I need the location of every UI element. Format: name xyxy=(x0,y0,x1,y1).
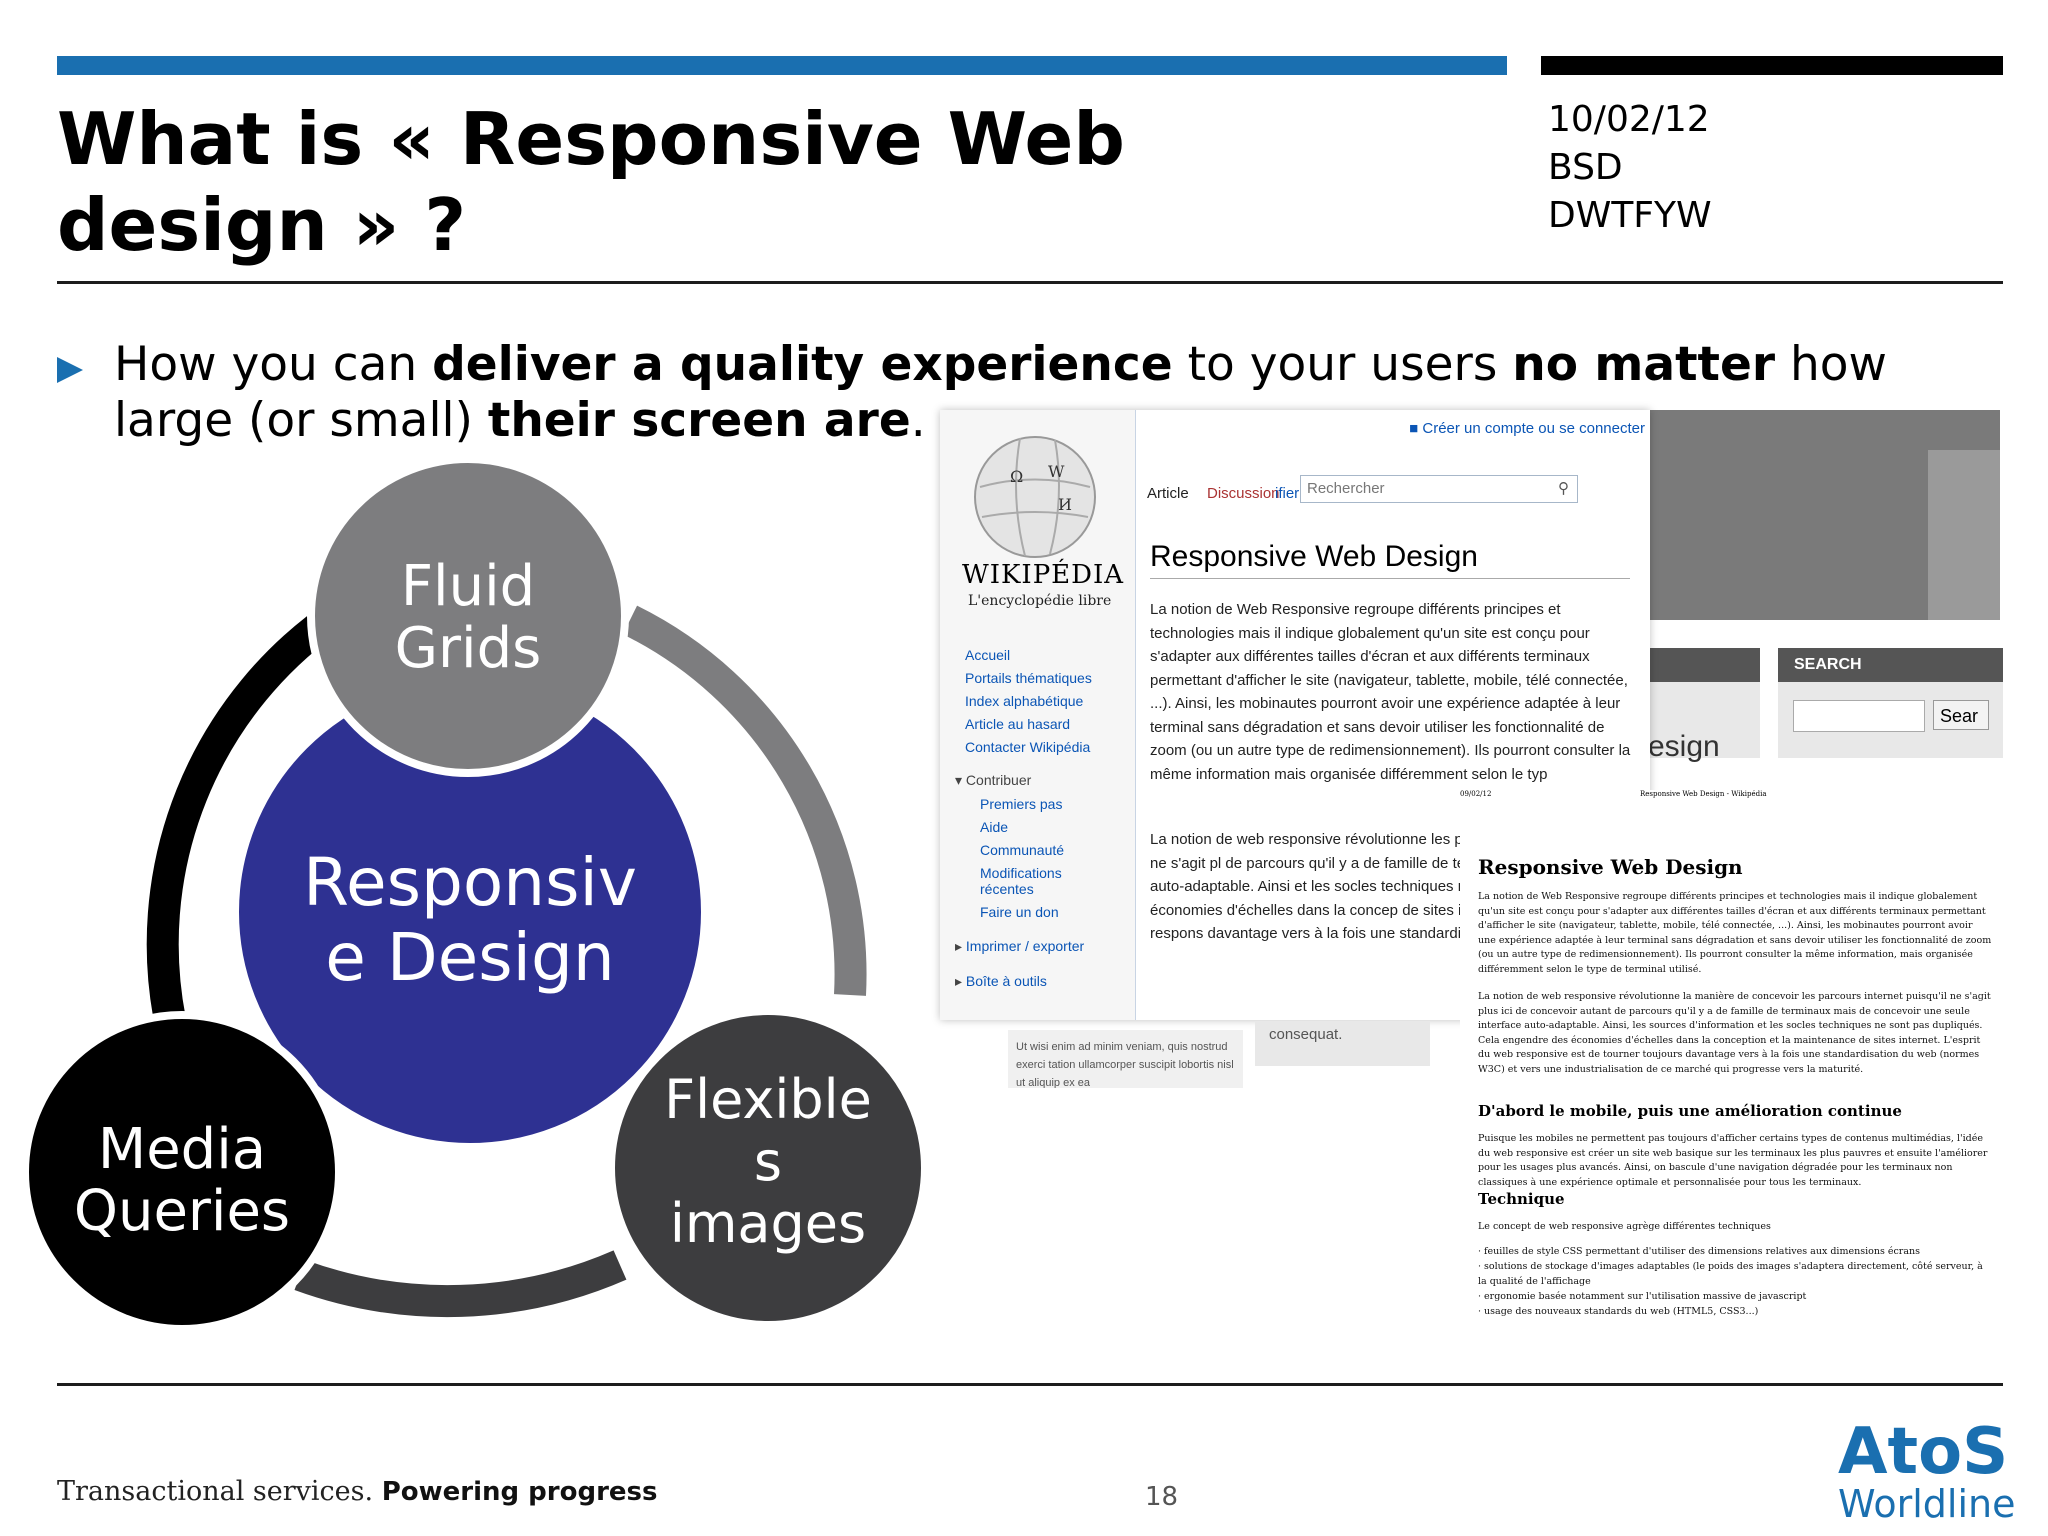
chevron-down-icon: ▾ xyxy=(955,772,966,788)
tablet-search-input[interactable] xyxy=(1793,700,1925,732)
print-paragraph-4: Le concept de web responsive agrège diff… xyxy=(1478,1221,1771,1232)
print-date: 09/02/12 xyxy=(1460,790,1492,798)
tablet-search-widget: SEARCH Sear xyxy=(1778,648,2003,758)
wiki-nav-index[interactable]: Index alphabétique xyxy=(965,693,1084,709)
wikipedia-wordmark: WIKIPÉDIA xyxy=(962,560,1125,590)
wiki-search-input[interactable]: Rechercher⚲ xyxy=(1300,475,1578,503)
print-list-item: · solutions de stockage d'images adaptab… xyxy=(1478,1261,1983,1287)
wiki-contrib-aide[interactable]: Aide xyxy=(980,819,1009,835)
bullet-arrow-icon xyxy=(57,357,83,383)
wiki-paragraph-1: La notion de Web Responsive regroupe dif… xyxy=(1150,601,1631,783)
slide-meta-line2: BSD xyxy=(1548,147,1623,188)
arc-bottom xyxy=(294,1250,627,1318)
search-icon: ⚲ xyxy=(1558,480,1569,497)
tab-discussion[interactable]: Discussion xyxy=(1207,485,1280,502)
center-label-line2: e Design xyxy=(325,919,614,996)
svg-text:W: W xyxy=(1048,462,1065,481)
lorem-fragment: Ut wisi enim ad minim veniam, quis nostr… xyxy=(1008,1030,1243,1088)
right-label-line2: s xyxy=(754,1130,782,1193)
right-label-line1: Flexible xyxy=(664,1068,872,1131)
wiki-nav-contact[interactable]: Contacter Wikipédia xyxy=(965,739,1091,755)
arc-top-left xyxy=(146,598,349,1034)
bullet-text: How you can deliver a quality experience… xyxy=(114,337,1887,448)
print-list-item: · usage des nouveaux standards du web (H… xyxy=(1478,1306,1759,1317)
left-circle xyxy=(21,1011,343,1333)
wiki-nav-hasard[interactable]: Article au hasard xyxy=(965,716,1071,732)
header-accent-bar xyxy=(57,56,1507,75)
wiki-login-link[interactable]: ■ Créer un compte ou se connecter xyxy=(1409,420,1645,437)
top-label-line2: Grids xyxy=(395,616,542,681)
responsive-design-diagram: Responsiv e Design Fluid Grids Media Que… xyxy=(21,455,929,1333)
tablet-widget-left-bar xyxy=(1640,648,1760,682)
tablet-header-block xyxy=(1650,410,2000,620)
slide-meta: 10/02/12 BSD DWTFYW xyxy=(1548,96,1712,240)
right-circle xyxy=(607,1007,929,1329)
print-subheading-2: Technique xyxy=(1478,1190,1565,1208)
arc-top-right xyxy=(622,605,867,996)
chevron-right-icon: ▸ xyxy=(955,973,966,989)
tablet-header-inner xyxy=(1928,450,2000,620)
tab-article[interactable]: Article xyxy=(1147,485,1189,502)
wiki-contrib-communaute[interactable]: Communauté xyxy=(980,842,1065,858)
tab-modifier[interactable]: ifier xyxy=(1275,485,1300,502)
header-black-bar xyxy=(1541,56,2003,75)
wiki-article-heading: Responsive Web Design xyxy=(1150,540,1630,579)
left-label-line2: Queries xyxy=(74,1179,290,1244)
wikipedia-tagline: L'encyclopédie libre xyxy=(968,593,1112,609)
top-circle xyxy=(307,455,629,777)
tablet-search-label: SEARCH xyxy=(1778,648,2003,682)
consequat-fragment: consequat. xyxy=(1255,1022,1430,1066)
print-subheading-1: D'abord le mobile, puis une amélioration… xyxy=(1478,1102,1902,1120)
print-paragraph-1: La notion de Web Responsive regroupe dif… xyxy=(1478,891,1992,975)
chevron-right-icon: ▸ xyxy=(955,938,966,954)
print-title: Responsive Web Design xyxy=(1478,855,1743,879)
print-paragraph-2: La notion de web responsive révolutionne… xyxy=(1478,991,1991,1075)
title-divider xyxy=(57,281,2003,284)
right-label-line3: images xyxy=(670,1192,866,1255)
wikipedia-globe-icon: Ω W И xyxy=(974,436,1096,558)
top-label-line1: Fluid xyxy=(401,554,535,619)
wiki-contrib-recentes[interactable]: récentes xyxy=(980,881,1034,897)
user-icon: ■ xyxy=(1409,420,1423,437)
footer-tagline: Transactional services. Powering progres… xyxy=(57,1476,658,1507)
slide-title: What is « Responsive Web design » ? xyxy=(57,97,1125,267)
wiki-imprimer-heading[interactable]: ▸ Imprimer / exporter xyxy=(955,938,1085,954)
wiki-boite-heading[interactable]: ▸ Boîte à outils xyxy=(955,973,1047,989)
wiki-sidebar: Ω W И WIKIPÉDIA L'encyclopédie libre Acc… xyxy=(940,410,1136,1020)
tablet-search-button[interactable]: Sear xyxy=(1933,700,1989,730)
wiki-contrib-don[interactable]: Faire un don xyxy=(980,904,1059,920)
print-source: Responsive Web Design - Wikipédia xyxy=(1640,790,1767,798)
print-list-item: · feuilles de style CSS permettant d'uti… xyxy=(1478,1246,1920,1257)
wiki-nav-portails[interactable]: Portails thématiques xyxy=(965,670,1092,686)
wiki-contrib-modifications[interactable]: Modifications xyxy=(980,865,1062,881)
page-number: 18 xyxy=(1145,1482,1179,1512)
printed-article-page: 09/02/12 Responsive Web Design - Wikipéd… xyxy=(1460,790,2005,1360)
left-label-line1: Media xyxy=(98,1117,266,1182)
tablet-widget-left xyxy=(1640,648,1760,758)
print-list-item: · ergonomie basée notamment sur l'utilis… xyxy=(1478,1291,1807,1302)
print-paragraph-3: Puisque les mobiles ne permettent pas to… xyxy=(1478,1133,1988,1188)
slide-date: 10/02/12 xyxy=(1548,99,1710,140)
svg-text:И: И xyxy=(1058,495,1072,514)
wiki-contribuer-heading[interactable]: ▾ Contribuer xyxy=(955,772,1032,788)
center-label-line1: Responsiv xyxy=(303,844,637,921)
slide-meta-line3: DWTFYW xyxy=(1548,195,1712,236)
svg-text:Ω: Ω xyxy=(1010,467,1023,486)
footer-divider xyxy=(57,1383,2003,1386)
wiki-contrib-premiers[interactable]: Premiers pas xyxy=(980,796,1063,812)
worldline-logo: Worldline xyxy=(1838,1482,2016,1526)
wiki-nav-accueil[interactable]: Accueil xyxy=(965,647,1011,663)
atos-logo: AtoS xyxy=(1838,1415,2009,1489)
tablet-heading-peek: esign xyxy=(1648,730,1720,763)
